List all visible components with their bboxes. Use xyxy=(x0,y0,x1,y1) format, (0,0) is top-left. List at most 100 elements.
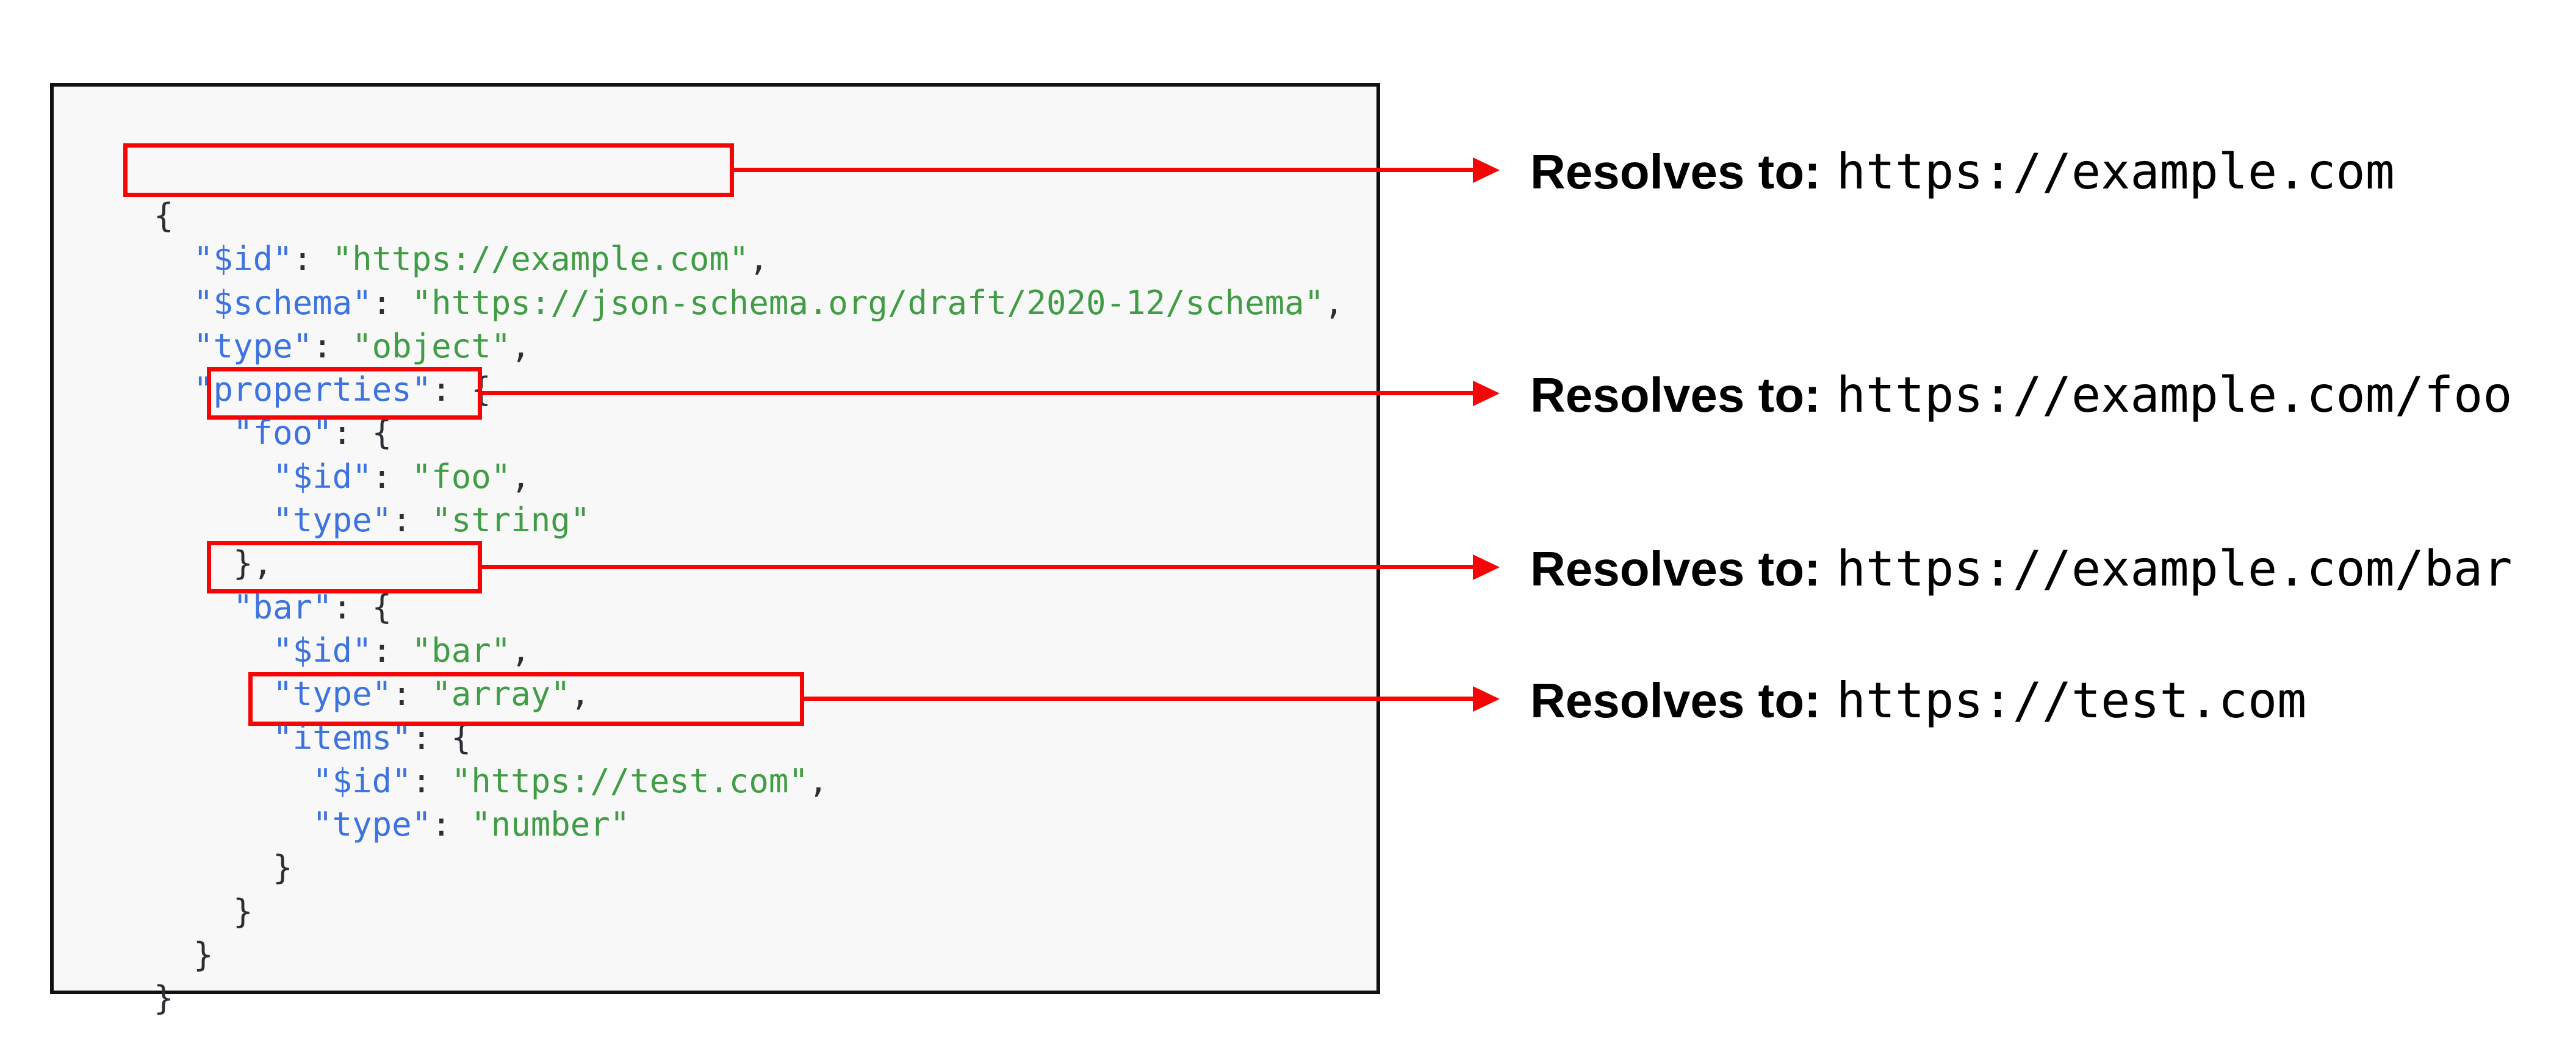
annotation-bar-id: Resolves to: https://example.com/bar xyxy=(1530,545,2512,593)
code-token-str: "https://test.com" xyxy=(451,761,808,800)
highlight-box-foo-id xyxy=(207,367,482,420)
code-line: "$schema": "https://json-schema.org/draf… xyxy=(154,281,1344,324)
code-line: } xyxy=(154,933,1344,977)
code-token-str: "https://json-schema.org/draft/2020-12/s… xyxy=(411,283,1325,322)
code-line: "$id": "foo", xyxy=(154,455,1344,498)
code-line: "$id": "https://test.com", xyxy=(154,759,1344,803)
code-token-pln: }, xyxy=(154,544,273,583)
resolved-url: https://test.com xyxy=(1836,672,2307,729)
code-token-pln: : xyxy=(411,761,452,800)
code-token-key: "type" xyxy=(273,675,392,714)
annotation-foo-id: Resolves to: https://example.com/foo xyxy=(1530,371,2512,420)
code-token-pln: : xyxy=(372,457,412,496)
code-token-pln: { xyxy=(154,196,174,235)
code-token-str: "array" xyxy=(431,675,570,714)
highlight-box-test-id xyxy=(248,672,804,726)
code-token-str: "bar" xyxy=(411,631,511,670)
code-token-str: "object" xyxy=(352,326,511,365)
arrow-foo-id-line xyxy=(482,391,1475,395)
code-token-pln: : xyxy=(292,240,333,279)
resolves-to-label: Resolves to: xyxy=(1530,145,1821,199)
code-token-pln: , xyxy=(511,326,531,365)
code-token-pln: : { xyxy=(332,414,392,453)
code-token-pln xyxy=(154,631,273,670)
code-token-str: "https://example.com" xyxy=(332,240,749,279)
code-line: "type": "number" xyxy=(154,803,1344,846)
annotation-test-id: Resolves to: https://test.com xyxy=(1530,676,2306,725)
code-token-pln xyxy=(154,240,193,278)
code-token-pln: : xyxy=(392,675,432,714)
code-token-pln: } xyxy=(154,892,253,931)
code-token-pln: : xyxy=(431,805,472,844)
code-token-pln: , xyxy=(749,240,769,279)
resolved-url: https://example.com/bar xyxy=(1836,540,2513,597)
resolved-url: https://example.com/foo xyxy=(1836,367,2513,423)
code-token-pln xyxy=(154,588,233,626)
code-token-key: "$id" xyxy=(273,631,372,670)
code-line: "foo": { xyxy=(154,411,1344,454)
code-token-key: "properties" xyxy=(193,370,432,409)
code-token-pln: : xyxy=(312,326,353,365)
code-token-pln xyxy=(154,805,312,844)
code-token-str: "foo" xyxy=(411,457,511,496)
code-line: "properties": { xyxy=(154,368,1344,411)
code-token-str: "string" xyxy=(431,501,591,540)
arrow-test-id-line xyxy=(804,697,1475,701)
code-token-str: "number" xyxy=(471,805,630,844)
code-token-pln: : xyxy=(372,283,412,322)
code-token-key: "foo" xyxy=(233,414,333,453)
code-token-pln: , xyxy=(511,457,531,496)
code-line: } xyxy=(154,977,1344,1020)
code-token-pln: : xyxy=(372,631,412,670)
arrow-bar-id-line xyxy=(482,565,1475,569)
arrow-root-id-line xyxy=(734,168,1475,172)
code-line: "type": "array", xyxy=(154,672,1344,715)
code-token-pln xyxy=(154,762,312,800)
code-token-pln: } xyxy=(154,848,293,887)
highlight-box-bar-id xyxy=(207,541,482,593)
code-token-key: "type" xyxy=(312,805,432,844)
code-token-pln xyxy=(154,370,193,409)
arrow-root-id-head-icon xyxy=(1473,157,1500,183)
code-token-key: "$id" xyxy=(312,761,412,800)
code-token-pln xyxy=(154,501,273,539)
code-token-pln xyxy=(154,284,193,322)
code-token-key: "type" xyxy=(273,501,392,540)
code-token-pln xyxy=(154,457,273,496)
code-line: "type": "object", xyxy=(154,324,1344,368)
code-token-pln: } xyxy=(154,979,174,1018)
code-token-pln: } xyxy=(154,936,214,975)
code-line: }, xyxy=(154,542,1344,585)
arrow-foo-id-head-icon xyxy=(1473,381,1500,406)
json-schema-code-block: { "$id": "https://example.com", "$schema… xyxy=(50,83,1380,1017)
code-token-pln: , xyxy=(808,761,829,800)
code-token-key: "$id" xyxy=(273,457,372,496)
resolves-to-label: Resolves to: xyxy=(1530,673,1821,728)
resolved-url: https://example.com xyxy=(1836,143,2395,200)
code-line: "type": "string" xyxy=(154,498,1344,542)
resolves-to-label: Resolves to: xyxy=(1530,542,1821,596)
highlight-box-root-id xyxy=(123,143,734,197)
code-token-key: "type" xyxy=(193,326,313,365)
code-token-pln: , xyxy=(570,675,591,714)
code-token-pln xyxy=(154,327,193,365)
code-token-pln: , xyxy=(511,631,531,670)
code-line: } xyxy=(154,890,1344,933)
code-line: "$id": "https://example.com", xyxy=(154,237,1344,281)
annotation-root-id: Resolves to: https://example.com xyxy=(1530,148,2395,196)
code-token-pln: : { xyxy=(431,370,491,409)
code-line: "bar": { xyxy=(154,586,1344,629)
code-line: } xyxy=(154,846,1344,889)
code-token-key: "$schema" xyxy=(193,283,372,322)
code-token-key: "bar" xyxy=(233,587,333,626)
arrow-bar-id-head-icon xyxy=(1473,554,1500,580)
arrow-test-id-head-icon xyxy=(1473,686,1500,712)
code-token-pln: : { xyxy=(332,587,392,626)
code-listing: { "$id": "https://example.com", "$schema… xyxy=(154,194,1344,1020)
resolves-to-label: Resolves to: xyxy=(1530,368,1821,422)
code-line: { xyxy=(154,194,1344,237)
code-token-key: "$id" xyxy=(193,240,293,279)
code-line: "$id": "bar", xyxy=(154,629,1344,672)
code-token-pln: , xyxy=(1324,283,1344,322)
